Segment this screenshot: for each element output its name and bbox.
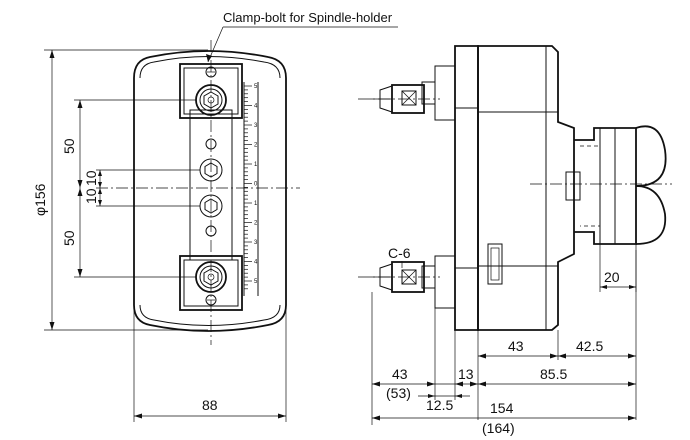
- dim-164-label: (164): [482, 420, 515, 436]
- chamfer-c6-label: C-6: [388, 245, 411, 261]
- dim-85-5-label: 85.5: [540, 366, 567, 382]
- dim-12-5-label: 12.5: [426, 397, 453, 413]
- scale-number-label: 1: [254, 162, 258, 168]
- dim-154-label: 154: [490, 400, 514, 416]
- dim-13-label: 13: [458, 366, 474, 382]
- side-body: [477, 45, 575, 331]
- dim-43-body-label: 43: [508, 338, 524, 354]
- scale-number-label: 1: [254, 201, 258, 207]
- graduated-scale: 5 4 3 2 1 0 1 2 3 4 5: [243, 82, 259, 296]
- nameplate: [487, 243, 503, 285]
- break-line-top: [635, 125, 667, 187]
- scale-number-label: 3: [254, 240, 258, 246]
- dim-10-lower-label: 10: [83, 188, 99, 204]
- scale-number-label: 4: [254, 260, 258, 266]
- dim-10-upper-label: 10: [83, 170, 99, 186]
- scale-number-label: 2: [254, 221, 258, 227]
- break-line-bottom: [635, 185, 667, 245]
- scale-number-label: 5: [254, 279, 258, 285]
- scale-number-label: 3: [254, 123, 258, 129]
- dim-42-5-label: 42.5: [576, 338, 603, 354]
- side-flange: [454, 45, 479, 331]
- scale-number-label: 0: [254, 182, 258, 188]
- front-body-outline: [133, 50, 287, 332]
- dim-88-label: 88: [202, 397, 218, 413]
- spindle-nose: [574, 127, 637, 245]
- dim-50-top-label: 50: [61, 138, 77, 154]
- diameter-156-label: φ156: [32, 183, 48, 216]
- scale-number-label: 2: [254, 143, 258, 149]
- hex-square-top-icon: [401, 90, 417, 106]
- center-boss: [565, 171, 581, 201]
- side-view: C-6 20 43 42.5 43 (53) 13 85: [358, 45, 672, 436]
- dim-50-bottom-label: 50: [61, 230, 77, 246]
- callout-label: Clamp-bolt for Spindle-holder: [223, 10, 393, 25]
- scale-number-label: 4: [254, 104, 258, 110]
- scale-number-label: 5: [254, 84, 258, 90]
- top-clamp-bolt-side: [370, 65, 456, 121]
- dim-20-label: 20: [604, 269, 620, 285]
- dim-53-label: (53): [386, 385, 411, 401]
- clamp-bolt-callout: Clamp-bolt for Spindle-holder: [206, 10, 398, 63]
- bottom-clamp-bolt-side: [370, 255, 456, 309]
- dim-43-label: 43: [392, 366, 408, 382]
